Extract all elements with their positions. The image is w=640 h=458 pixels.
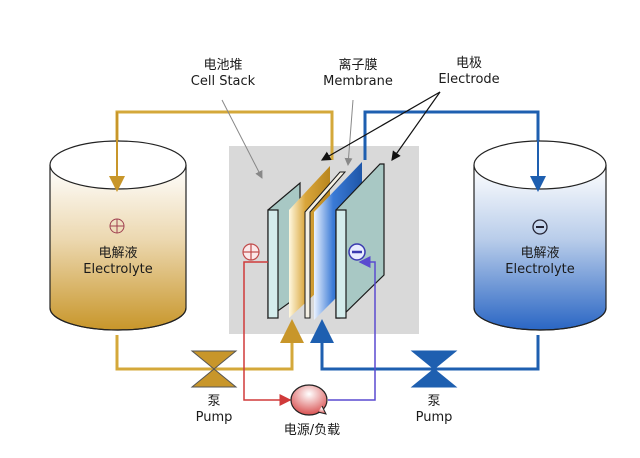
cell-stack-label-en: Cell Stack [190,74,256,89]
positive-electrolyte-tank [49,140,187,331]
left-pump-icon [190,350,238,388]
membrane-pointer [344,99,354,166]
membrane-label: 离子膜 Membrane [310,58,406,90]
membrane-label-zh: 离子膜 [338,58,378,73]
right-pump-label-zh: 泵 [427,394,441,409]
left-pump-label: 泵 Pump [184,394,244,426]
right-pump-icon [410,350,458,388]
right-tank-label-zh: 电解液 [520,246,560,261]
cell-stack-label: 电池堆 Cell Stack [178,58,268,90]
left-tank-positive-icon [109,218,125,234]
electrode-label-en: Electrode [438,72,500,87]
right-tank-negative-icon [532,219,548,235]
negative-wire [328,256,376,401]
negative-terminal-icon [348,243,366,261]
power-load-icon [290,384,328,416]
right-tank-label-en: Electrolyte [505,262,575,277]
cell-stack [267,162,385,320]
electrode-pointer-left [320,91,441,161]
electrode-label: 电极 Electrode [426,56,512,88]
negative-electrolyte-pipe-bottom [310,319,540,371]
right-tank-label: 电解液 Electrolyte [490,246,590,278]
power-load-label-zh: 电源/负载 [283,423,341,438]
electrode-label-zh: 电极 [455,56,482,71]
left-tank-label-en: Electrolyte [83,262,153,277]
membrane-label-en: Membrane [323,74,393,89]
right-pump-label-en: Pump [415,410,453,425]
left-pump-label-zh: 泵 [207,394,221,409]
negative-electrolyte-tank [473,140,607,331]
power-load-label: 电源/负载 [264,423,360,439]
positive-terminal-icon [242,243,260,261]
left-tank-label: 电解液 Electrolyte [68,246,168,278]
cell-stack-label-zh: 电池堆 [203,58,243,73]
left-tank-label-zh: 电解液 [98,246,138,261]
membrane [304,171,347,319]
cell-stack-pointer [221,99,263,179]
left-pump-label-en: Pump [195,410,233,425]
positive-wire [243,261,292,406]
right-pump-label: 泵 Pump [404,394,464,426]
positive-electrolyte-pipe-bottom [115,319,304,371]
electrode-pointer-right [391,91,441,161]
